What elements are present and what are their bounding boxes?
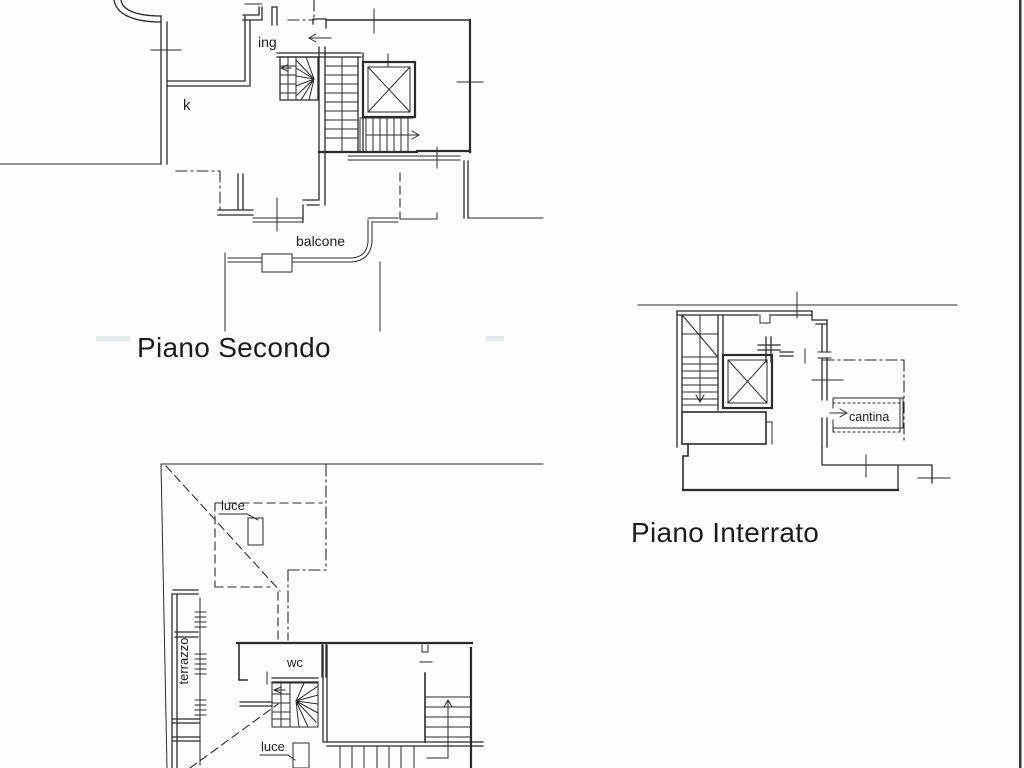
roof-edge: [160, 463, 544, 768]
label-toilet: wc: [286, 655, 303, 670]
floorplan-lower: luce terrazzo wc luce: [160, 463, 544, 768]
right-room: [322, 644, 484, 768]
planter-box: [261, 253, 293, 273]
stair-down-arrow-icon: [695, 394, 705, 404]
label-ingresso: ing: [258, 34, 277, 50]
skylight-window: [292, 742, 310, 768]
stairwell-wall: [318, 46, 326, 153]
right-wall: [811, 319, 844, 448]
interior-walls: [757, 336, 806, 364]
balcony-railing: [224, 217, 399, 332]
scan-streak: [486, 336, 504, 341]
bottom-walls: [681, 411, 951, 492]
cantina-box: [829, 397, 904, 433]
section-line: [637, 291, 958, 319]
cantina-arrow-icon: [839, 408, 849, 418]
stair-up-arrow-icon: [443, 698, 453, 708]
skylight-room: [165, 464, 327, 768]
label-kitchen: k: [183, 97, 191, 114]
right-room-walls: [325, 8, 544, 220]
stair-arrow-icon: [272, 686, 282, 694]
skylight-lower: [259, 742, 310, 768]
title-piano-interrato: Piano Interrato: [631, 517, 819, 548]
entry-arrow-icon: [307, 33, 317, 43]
top-wall: [676, 310, 828, 325]
winder-staircase: [271, 682, 319, 728]
stair-direction-arrow-icon: [411, 130, 421, 140]
kitchen-walls: [166, 3, 278, 87]
stair-arrow-icon: [279, 64, 288, 72]
window: [252, 197, 303, 232]
boundary-line: [822, 359, 906, 444]
floorplan-piano-interrato: cantina Piano Interrato: [631, 291, 958, 548]
label-cellar: cantina: [849, 410, 889, 424]
entry-door: [307, 18, 332, 43]
railing-hatch: [194, 611, 207, 716]
curved-wall: [113, 0, 162, 23]
wc-walls: [235, 641, 474, 707]
label-skylight-upper: luce: [221, 498, 245, 513]
title-piano-secondo: Piano Secondo: [137, 332, 331, 363]
scan-streak: [96, 336, 130, 341]
label-terrace: terrazzo: [176, 638, 191, 685]
elevator-shaft: [721, 353, 774, 410]
floorplan-piano-secondo: ing k balcone Piano Secondo: [0, 0, 544, 363]
wall-ticks: [865, 454, 951, 479]
boundary-line: [287, 0, 315, 21]
elevator-shaft: [361, 53, 417, 119]
label-skylight-lower: luce: [261, 739, 285, 754]
terrace-strip: [171, 589, 207, 768]
living-room-walls: [175, 151, 326, 232]
skylight-window: [247, 517, 264, 546]
basement-staircase: [681, 314, 724, 411]
scan-edge-line: [1019, 0, 1022, 768]
kitchen-left-wall: [0, 15, 182, 165]
label-balcony: balcone: [296, 233, 345, 249]
